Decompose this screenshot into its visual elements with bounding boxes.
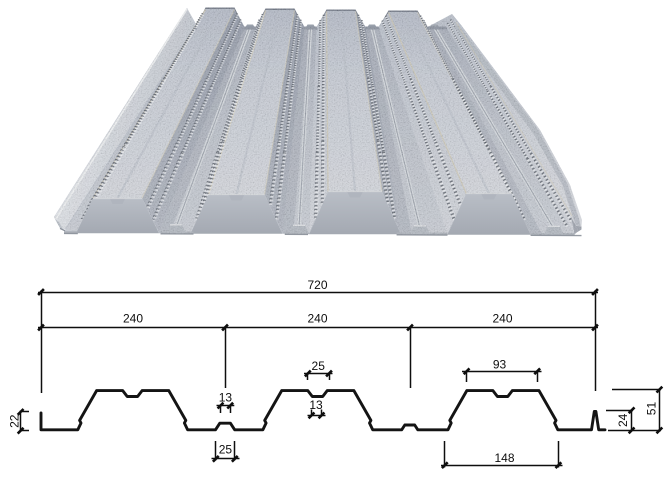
svg-text:13: 13 [309, 398, 323, 412]
svg-text:240: 240 [492, 311, 512, 325]
svg-text:51: 51 [645, 402, 659, 416]
svg-text:148: 148 [494, 451, 514, 465]
svg-text:25: 25 [312, 359, 326, 373]
svg-text:24: 24 [616, 413, 630, 427]
svg-text:720: 720 [307, 278, 327, 292]
svg-text:93: 93 [493, 358, 507, 372]
svg-text:22: 22 [7, 414, 21, 428]
svg-text:13: 13 [219, 391, 233, 405]
svg-text:240: 240 [123, 311, 143, 325]
svg-text:240: 240 [307, 311, 327, 325]
svg-text:25: 25 [219, 443, 233, 457]
